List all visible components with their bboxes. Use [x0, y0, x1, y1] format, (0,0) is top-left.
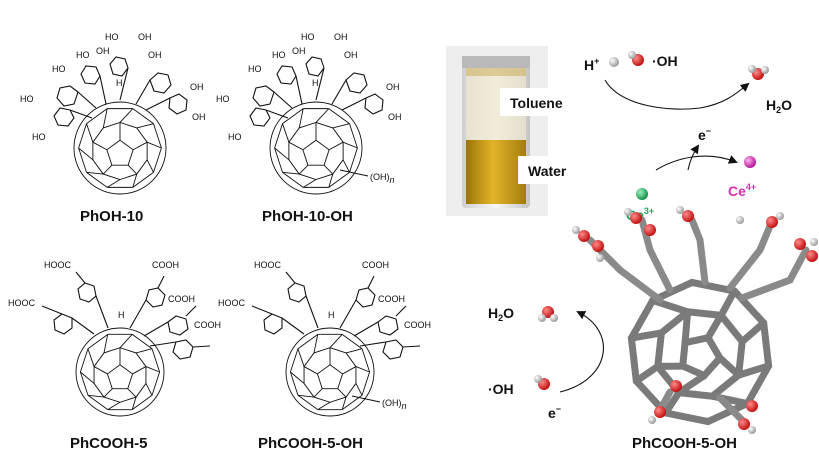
bridge-hydrogen: H [118, 310, 125, 320]
fullerene-cage [73, 101, 167, 195]
water-molecule-bottom [538, 306, 558, 322]
hydroxyl-radical-molecule [628, 51, 644, 66]
group-label: HO [52, 64, 66, 74]
group-label: OH [386, 82, 400, 92]
group-label: COOH [194, 320, 221, 330]
top-reaction: H+ ·OH H2O e− Ce3+ Ce4+ [584, 51, 792, 223]
oxidation-arrow [655, 155, 738, 171]
molecule-phoh-10: HO OH HO OH HO OH HO OH HO OH H PhOH-10 [20, 32, 206, 225]
group-label: COOH [362, 260, 389, 270]
molecule-label: PhCOOH-5-OH [258, 435, 363, 452]
group-label: OH [148, 50, 162, 60]
bridge-hydrogen: H [312, 78, 319, 88]
group-label: OH [138, 32, 152, 42]
group-label: COOH [378, 294, 405, 304]
fullerene-cage [75, 327, 165, 417]
phenyl-arms [586, 216, 810, 424]
hydroxyl-radical-label-bottom: ·OH [488, 381, 514, 397]
proton-atom [609, 57, 619, 67]
vial-rim [462, 56, 530, 68]
water-label-bottom: H2O [488, 305, 514, 323]
group-label: OH [388, 112, 402, 122]
molecule-phoh-10-oh: HO OH HO OH HO OH HO OH HO OH H (OH)n Ph… [216, 32, 402, 225]
molecule-phcooh-5-oh: HOOC COOH HOOC COOH COOH H (OH)n PhCOOH-… [218, 260, 431, 452]
molecule-phcooh-5: HOOC COOH HOOC COOH COOH H PhCOOH-5 [8, 260, 221, 452]
group-label: HO [20, 94, 34, 104]
group-label: HOOC [218, 298, 246, 308]
electron-label-bottom: e− [548, 404, 561, 421]
group-label: HOOC [44, 260, 72, 270]
toluene-label-box [500, 88, 604, 116]
bottom-reaction: H2O ·OH e− [488, 305, 604, 421]
water-molecule-top [748, 65, 769, 80]
group-label: COOH [152, 260, 179, 270]
group-label: OH [344, 50, 358, 60]
hydroxyl-radical-molecule-bottom [534, 375, 550, 390]
group-label: OH [292, 46, 306, 56]
group-label: HO [105, 32, 119, 42]
group-label: HO [248, 64, 262, 74]
water-label: Water [528, 163, 567, 179]
proton-label: H+ [584, 56, 599, 73]
electron-label-top: e− [698, 126, 711, 143]
group-label: OH [334, 32, 348, 42]
fullerene-cage [269, 101, 363, 195]
vial-photo: Toluene Water [446, 46, 604, 216]
water-layer [466, 140, 526, 204]
ce4-ion [744, 156, 756, 168]
molecule-label: PhOH-10 [80, 208, 143, 225]
water-label-box [518, 156, 590, 184]
toluene-label: Toluene [510, 95, 563, 111]
group-label: OH [190, 82, 204, 92]
bridge-hydrogen: H [328, 310, 335, 320]
hydroxyl-radical-label: ·OH [652, 53, 678, 69]
hydroxyl-suffix: (OH)n [382, 398, 407, 411]
fullerene-cage [285, 327, 375, 417]
model-label: PhCOOH-5-OH [632, 435, 737, 452]
group-label: COOH [404, 320, 431, 330]
group-label: HO [32, 132, 46, 142]
group-label: HOOC [8, 298, 36, 308]
molecule-label: PhCOOH-5 [70, 435, 148, 452]
bridge-hydrogen: H [116, 78, 123, 88]
molecular-3d-model [572, 206, 818, 434]
group-label: OH [96, 46, 110, 56]
cage-sticks [627, 278, 773, 426]
group-label: HO [228, 132, 242, 142]
reduction-arrow-top [604, 79, 750, 110]
water-label-top: H2O [766, 97, 792, 115]
molecule-label: PhOH-10-OH [262, 208, 353, 225]
group-label: OH [192, 112, 206, 122]
scavenging-arrow [559, 311, 604, 393]
ce4-label: Ce4+ [728, 182, 756, 199]
group-label: HOOC [254, 260, 282, 270]
group-label: HO [301, 32, 315, 42]
group-label: HO [272, 50, 286, 60]
hydroxyl-suffix: (OH)n [370, 172, 395, 185]
group-label: COOH [168, 294, 195, 304]
toluene-meniscus [466, 68, 526, 76]
model-atoms [572, 206, 818, 434]
group-label: HO [76, 50, 90, 60]
ce3-ion [636, 188, 648, 200]
electron-transfer-arrow [687, 144, 700, 171]
group-label: HO [216, 94, 230, 104]
